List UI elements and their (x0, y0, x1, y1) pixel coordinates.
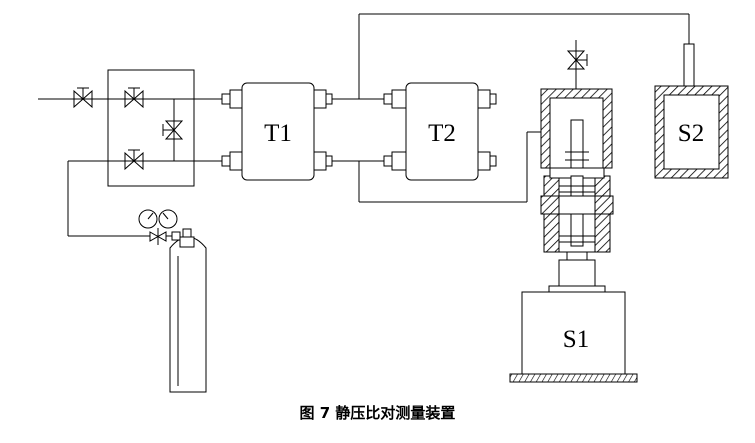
transducer-t2 (383, 82, 497, 181)
manifold-valve-top (124, 87, 144, 109)
label-t1: T1 (264, 120, 292, 147)
label-s1: S1 (563, 326, 589, 353)
valve-manifold-box (107, 69, 195, 187)
manifold-bypass-valve (162, 120, 184, 140)
pressure-regulator (138, 209, 181, 245)
inlet-valve (73, 87, 93, 109)
s2-pressure-vessel (654, 43, 729, 179)
s1-base-unit (509, 291, 638, 383)
figure-caption: 图 7 静压比对测量装置 (299, 404, 456, 422)
piston-gauge-assembly (540, 119, 614, 293)
vent-valve (566, 50, 588, 70)
manifold-valve-bottom (124, 149, 144, 171)
label-s2: S2 (678, 120, 704, 147)
label-t2: T2 (428, 120, 456, 147)
transducer-t1 (221, 82, 333, 181)
pipe-lines (38, 13, 690, 237)
gas-cylinder (169, 228, 207, 393)
